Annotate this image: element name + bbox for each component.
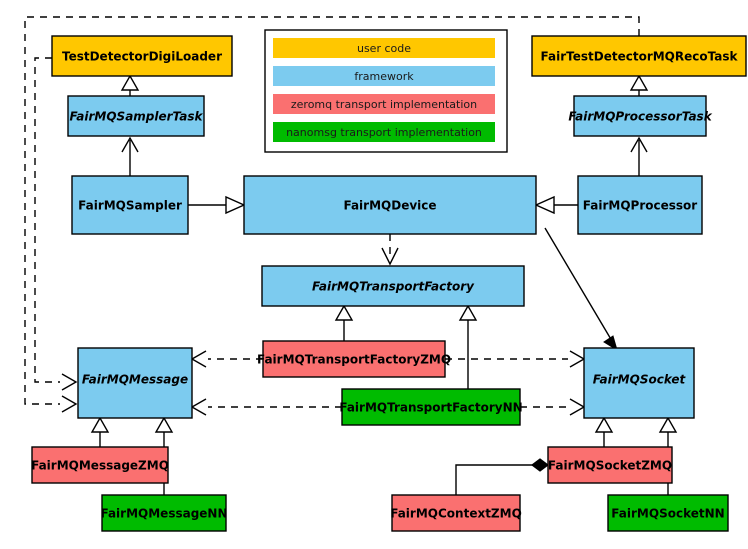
class-label-fairmq-processor: FairMQProcessor bbox=[583, 199, 698, 213]
class-box-fairmq-socket-zmq[interactable]: FairMQSocketZMQ bbox=[547, 446, 673, 484]
class-label-fairmq-device: FairMQDevice bbox=[343, 199, 436, 213]
class-box-fairmq-transport-factory-nn[interactable]: FairMQTransportFactoryNN bbox=[339, 388, 523, 426]
class-box-fairmq-sampler[interactable]: FairMQSampler bbox=[71, 175, 189, 235]
edge-contextzmq-composition-socketzmq bbox=[455, 458, 549, 495]
class-label-fairmq-message-zmq: FairMQMessageZMQ bbox=[31, 459, 169, 473]
edge-tfzmq-generalization-tf bbox=[334, 304, 354, 341]
class-label-fairmq-sampler: FairMQSampler bbox=[78, 199, 182, 213]
legend-item-zeromq: zeromq transport implementation bbox=[273, 94, 495, 114]
class-label-fairmq-transport-factory: FairMQTransportFactory bbox=[312, 280, 475, 294]
edge-device-dependency-transportfactory bbox=[381, 234, 399, 266]
legend-swatch-zeromq bbox=[273, 94, 495, 114]
class-box-fair-test-detector-mq-reco-task[interactable]: FairTestDetectorMQRecoTask bbox=[531, 35, 747, 77]
edge-processor-association-processortask bbox=[630, 136, 648, 176]
edge-digiloader-uses-message bbox=[34, 57, 78, 391]
legend-item-nanomsg: nanomsg transport implementation bbox=[273, 122, 495, 142]
legend-label-user-code: user code bbox=[357, 42, 411, 55]
legend-swatch-user-code bbox=[273, 38, 495, 58]
class-box-fairmq-sampler-task[interactable]: FairMQSamplerTask bbox=[67, 95, 205, 137]
edge-messagezmq-generalization-message bbox=[90, 416, 110, 447]
legend: user code framework zeromq transport imp… bbox=[264, 29, 508, 153]
class-box-fairmq-processor[interactable]: FairMQProcessor bbox=[577, 175, 703, 235]
edge-tfnn-dependency-socket bbox=[520, 398, 586, 416]
class-label-test-detector-digi-loader: TestDetectorDigiLoader bbox=[62, 50, 222, 64]
legend-swatch-framework bbox=[273, 66, 495, 86]
legend-item-user-code: user code bbox=[273, 38, 495, 58]
class-box-fairmq-processor-task[interactable]: FairMQProcessorTask bbox=[568, 95, 713, 137]
legend-label-framework: framework bbox=[354, 70, 414, 83]
class-box-fairmq-message-zmq[interactable]: FairMQMessageZMQ bbox=[31, 446, 169, 484]
class-box-fairmq-message-nn[interactable]: FairMQMessageNN bbox=[100, 494, 228, 532]
class-label-fairmq-message: FairMQMessage bbox=[82, 373, 188, 387]
edge-sampler-generalization-device bbox=[188, 195, 246, 215]
legend-swatch-nanomsg bbox=[273, 122, 495, 142]
class-label-fairmq-message-nn: FairMQMessageNN bbox=[100, 507, 227, 521]
edge-sampler-association-samplertask bbox=[121, 136, 139, 176]
legend-item-framework: framework bbox=[273, 66, 495, 86]
edge-tfnn-generalization-tf bbox=[458, 304, 478, 389]
class-label-fairmq-socket-zmq: FairMQSocketZMQ bbox=[548, 459, 672, 473]
edge-processortask-generalization-recotask bbox=[629, 74, 649, 96]
edge-device-association-socket bbox=[544, 227, 618, 352]
class-box-fairmq-socket-nn[interactable]: FairMQSocketNN bbox=[607, 494, 729, 532]
class-label-fairmq-processor-task: FairMQProcessorTask bbox=[568, 110, 712, 124]
edge-tfzmq-dependency-message bbox=[190, 350, 263, 368]
class-box-fairmq-context-zmq[interactable]: FairMQContextZMQ bbox=[390, 494, 522, 532]
class-label-fairmq-transport-factory-zmq: FairMQTransportFactoryZMQ bbox=[257, 353, 451, 367]
legend-label-zeromq: zeromq transport implementation bbox=[291, 98, 477, 111]
edge-processor-generalization-device bbox=[534, 195, 578, 215]
legend-label-nanomsg: nanomsg transport implementation bbox=[286, 126, 482, 139]
class-label-fairmq-context-zmq: FairMQContextZMQ bbox=[390, 507, 522, 521]
class-label-fair-test-detector-mq-reco-task: FairTestDetectorMQRecoTask bbox=[541, 50, 739, 64]
edge-samplertask-generalization-digiloader bbox=[120, 74, 140, 96]
class-label-fairmq-transport-factory-nn: FairMQTransportFactoryNN bbox=[339, 401, 522, 415]
edge-recotask-uses-message bbox=[24, 16, 640, 413]
class-label-fairmq-socket: FairMQSocket bbox=[593, 373, 687, 387]
class-label-fairmq-socket-nn: FairMQSocketNN bbox=[611, 507, 724, 521]
edge-tfzmq-dependency-socket bbox=[445, 350, 586, 368]
class-box-test-detector-digi-loader[interactable]: TestDetectorDigiLoader bbox=[51, 35, 233, 77]
class-box-fairmq-socket[interactable]: FairMQSocket bbox=[583, 347, 695, 419]
class-box-fairmq-device[interactable]: FairMQDevice bbox=[243, 175, 537, 235]
class-box-fairmq-message[interactable]: FairMQMessage bbox=[77, 347, 193, 419]
class-label-fairmq-sampler-task: FairMQSamplerTask bbox=[69, 110, 203, 124]
edge-socketzmq-generalization-socket bbox=[594, 416, 614, 447]
edge-tfnn-dependency-message bbox=[190, 398, 342, 416]
class-box-fairmq-transport-factory[interactable]: FairMQTransportFactory bbox=[261, 265, 525, 307]
class-box-fairmq-transport-factory-zmq[interactable]: FairMQTransportFactoryZMQ bbox=[257, 340, 451, 378]
